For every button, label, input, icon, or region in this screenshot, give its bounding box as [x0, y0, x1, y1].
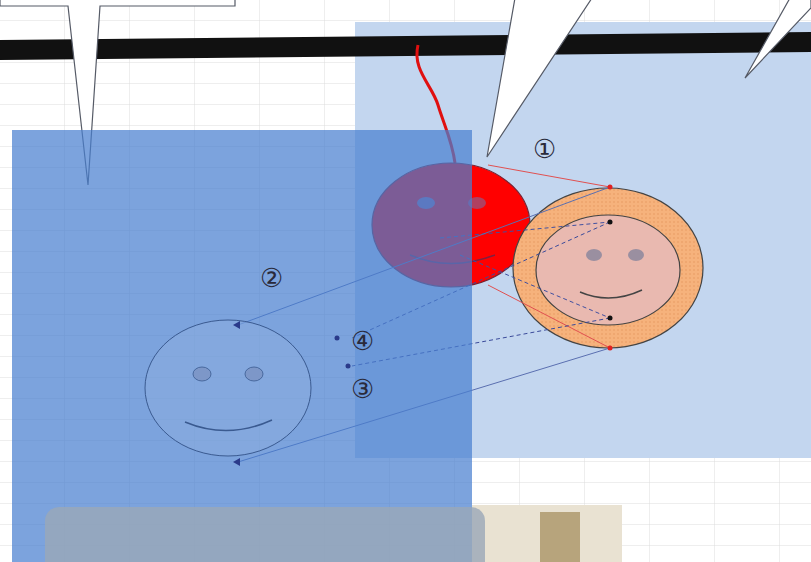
marker-dot — [346, 364, 351, 369]
face-eye — [193, 367, 211, 381]
arrow-head — [233, 458, 240, 466]
photo-detail — [540, 512, 580, 562]
face-mouth — [185, 420, 272, 431]
marker-dot — [608, 346, 613, 351]
ghost-face — [145, 320, 311, 456]
arrow-head — [233, 321, 240, 329]
inner-face — [536, 215, 680, 325]
face-mouth — [580, 290, 642, 298]
marker-dot — [608, 220, 613, 225]
callout-number: ④ — [351, 328, 374, 354]
grey-panel — [45, 507, 485, 562]
marker-dot — [335, 336, 340, 341]
face-eye — [245, 367, 263, 381]
callout-number: ③ — [351, 376, 374, 402]
marker-dot — [608, 185, 613, 190]
photo-strip — [472, 505, 622, 562]
face-eye — [586, 249, 602, 261]
callout-number: ② — [260, 265, 283, 291]
callout-bubble — [745, 0, 811, 78]
face-eye — [628, 249, 644, 261]
callout-number: ① — [533, 136, 556, 162]
marker-dot — [608, 316, 613, 321]
black-bar — [0, 32, 811, 60]
callout-bubble — [487, 0, 592, 157]
left-panel — [12, 130, 472, 562]
